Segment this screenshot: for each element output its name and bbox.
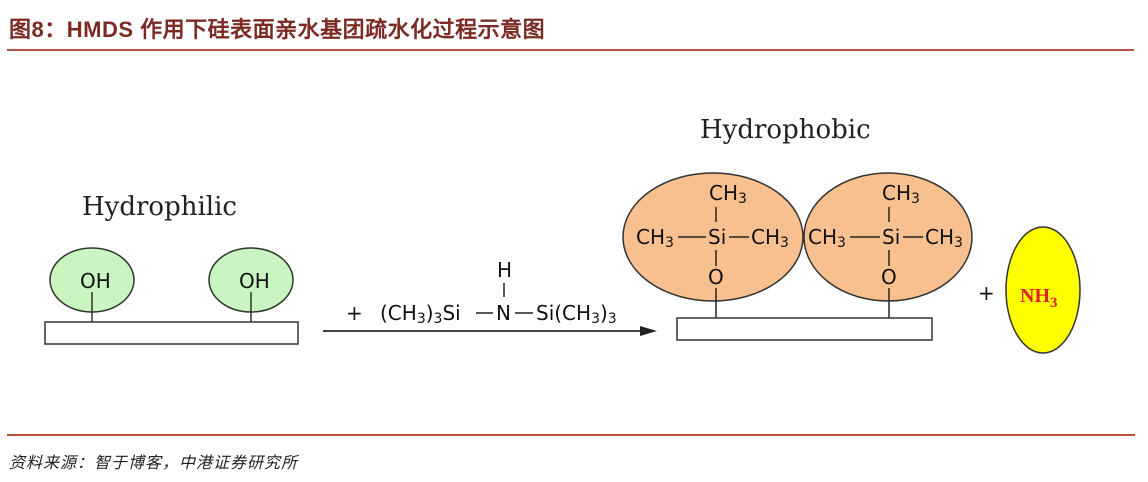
title-divider [7,49,1134,51]
silicon-substrate-right [676,317,933,341]
hmds-reagent: + (CH3)3Si N H Si(CH3)3 [346,258,617,327]
svg-text:Si: Si [708,225,726,249]
oh-label: OH [239,269,270,293]
source-divider [7,434,1135,436]
trimethylsilyl-group-1: CH3 CH3 Si CH3 O [622,172,804,318]
ammonia-byproduct: NH3 [1005,226,1081,354]
oh-label: OH [80,269,111,293]
svg-text:(CH3)3Si: (CH3)3Si [380,301,461,327]
svg-text:H: H [497,258,512,282]
hydroxyl-group-2: OH [208,247,294,322]
hydrophobic-label: Hydrophobic [700,115,871,145]
svg-text:Si(CH3)3: Si(CH3)3 [536,301,617,327]
plus-sign: + [978,281,995,305]
hydrophilic-label: Hydrophilic [82,192,237,222]
svg-text:CH3: CH3 [636,225,674,251]
svg-text:N: N [496,301,511,325]
svg-text:CH3: CH3 [751,225,789,251]
svg-text:CH3: CH3 [882,181,920,207]
svg-text:+: + [346,301,363,325]
svg-text:NH3: NH3 [1020,285,1058,311]
trimethylsilyl-group-2: CH3 CH3 Si CH3 O [803,172,973,318]
svg-text:CH3: CH3 [709,181,747,207]
svg-text:Si: Si [882,225,900,249]
silicon-substrate-left [44,321,299,345]
figure-title: 图8：HMDS 作用下硅表面亲水基团疏水化过程示意图 [9,17,546,42]
svg-text:CH3: CH3 [808,225,846,251]
svg-text:O: O [881,265,897,289]
reaction-arrow [323,326,657,336]
hydroxyl-group-1: OH [49,247,135,322]
source-note: 资料来源：智于博客，中港证券研究所 [9,453,299,472]
svg-text:CH3: CH3 [925,225,963,251]
svg-text:O: O [708,265,724,289]
